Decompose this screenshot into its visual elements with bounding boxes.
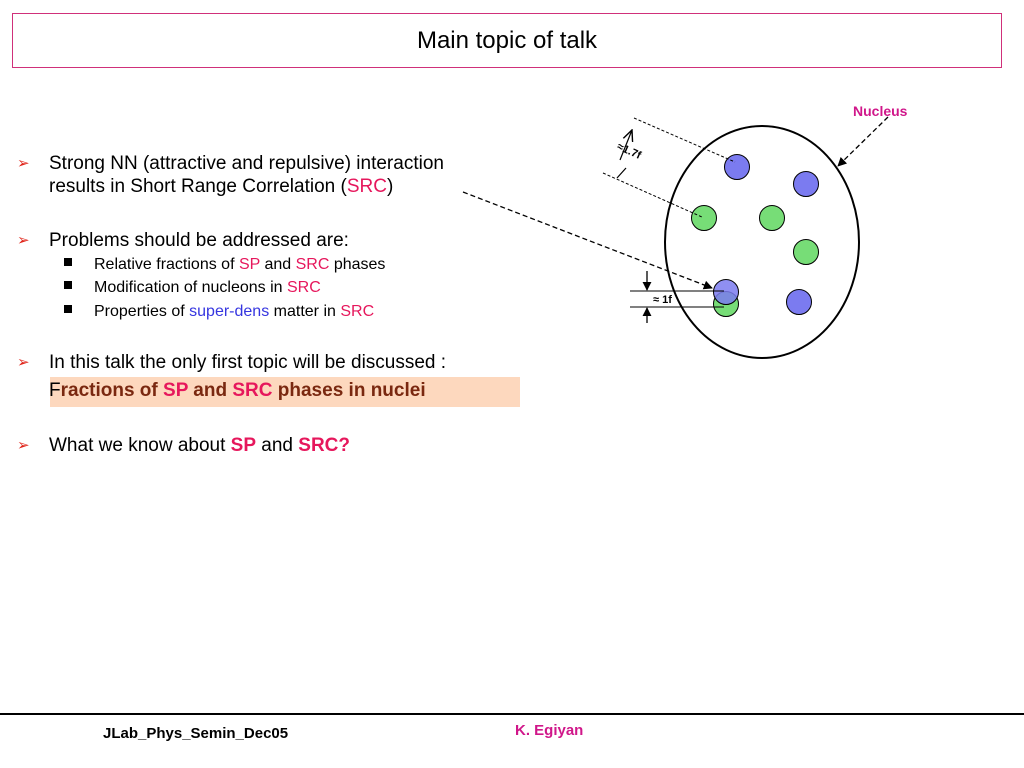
sub-bullet-1: Relative fractions of SP and SRC phases xyxy=(94,256,386,273)
bullet-2: Problems should be addressed are: xyxy=(49,230,349,251)
title-box: Main topic of talk xyxy=(12,13,1002,68)
bullet-arrow-icon: ➢ xyxy=(17,232,30,249)
sub-bullet-2: Modification of nucleons in SRC xyxy=(94,279,321,296)
bullet-arrow-icon: ➢ xyxy=(17,354,30,371)
sub-bullet-3: Properties of super-dens matter in SRC xyxy=(94,303,375,320)
highlight-text: Fractions of SP and SRC phases in nuclei xyxy=(49,380,426,401)
square-bullet-icon xyxy=(64,258,72,266)
bullet-4: What we know about SP and SRC? xyxy=(49,435,351,456)
square-bullet-icon xyxy=(64,305,72,313)
nucleus-outline xyxy=(664,125,860,359)
highlight-box xyxy=(50,377,520,407)
proton-nucleon xyxy=(724,154,750,180)
bullet-3: In this talk the only first topic will b… xyxy=(49,352,447,373)
bullet-arrow-icon: ➢ xyxy=(17,155,30,172)
proton-nucleon xyxy=(793,171,819,197)
bullet-1-line-1: Strong NN (attractive and repulsive) int… xyxy=(49,153,444,174)
neutron-nucleon xyxy=(793,239,819,265)
bullet-1-line-2: results in Short Range Correlation (SRC) xyxy=(49,176,394,197)
proton-nucleon xyxy=(786,289,812,315)
neutron-nucleon xyxy=(691,205,717,231)
footer-left: JLab_Phys_Semin_Dec05 xyxy=(103,725,289,742)
page-title: Main topic of talk xyxy=(416,26,598,54)
footer-right: K. Egiyan xyxy=(515,722,584,739)
distance-long-label: ≈1.7f xyxy=(615,141,643,162)
distance-short-label: ≈ 1f xyxy=(653,294,672,306)
square-bullet-icon xyxy=(64,281,72,289)
proton-nucleon xyxy=(713,279,739,305)
bullet-arrow-icon: ➢ xyxy=(17,437,30,454)
footer-divider xyxy=(0,713,1024,715)
neutron-nucleon xyxy=(759,205,785,231)
nucleus-label: Nucleus xyxy=(853,103,908,119)
